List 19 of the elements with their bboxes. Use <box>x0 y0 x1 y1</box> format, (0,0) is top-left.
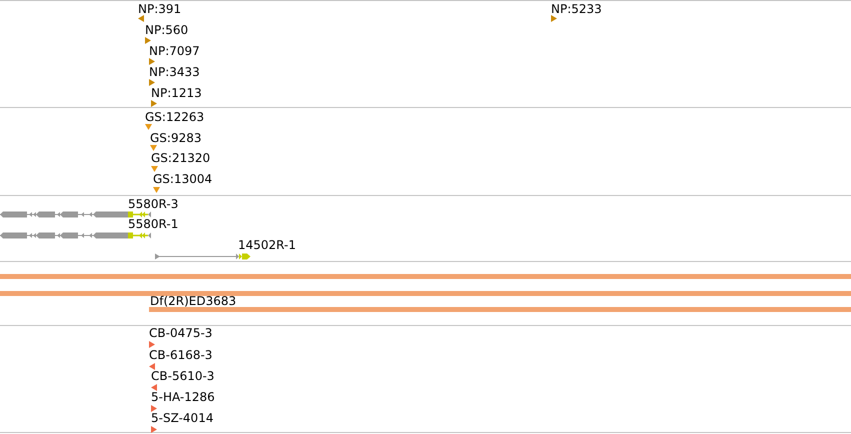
insertion-label: NP:3433 <box>149 65 200 79</box>
deficiency-label: Df(2R)ED3683 <box>150 294 236 308</box>
insertion-label: NP:391 <box>138 2 182 16</box>
insertion-label: GS:21320 <box>151 151 210 165</box>
transcript-label: 14502R-1 <box>238 238 296 252</box>
insertion-label: NP:560 <box>145 23 188 37</box>
insertion-label: 5-HA-1286 <box>151 390 215 404</box>
insertion-label: GS:9283 <box>150 131 202 145</box>
insertion-label: NP:7097 <box>149 44 200 58</box>
insertion-label: CB-0475-3 <box>149 326 212 340</box>
insertion-label: GS:12263 <box>145 110 204 124</box>
insertion-label: NP:1213 <box>151 86 202 100</box>
insertion-label: GS:13004 <box>153 172 212 186</box>
transcript-label: 5580R-3 <box>128 197 178 211</box>
transcript-label: 5580R-1 <box>128 217 178 231</box>
insertion-label: CB-6168-3 <box>149 348 212 362</box>
insertion-label: CB-5610-3 <box>151 369 214 383</box>
insertion-label: NP:5233 <box>551 2 602 16</box>
insertion-label: 5-SZ-4014 <box>151 411 214 425</box>
